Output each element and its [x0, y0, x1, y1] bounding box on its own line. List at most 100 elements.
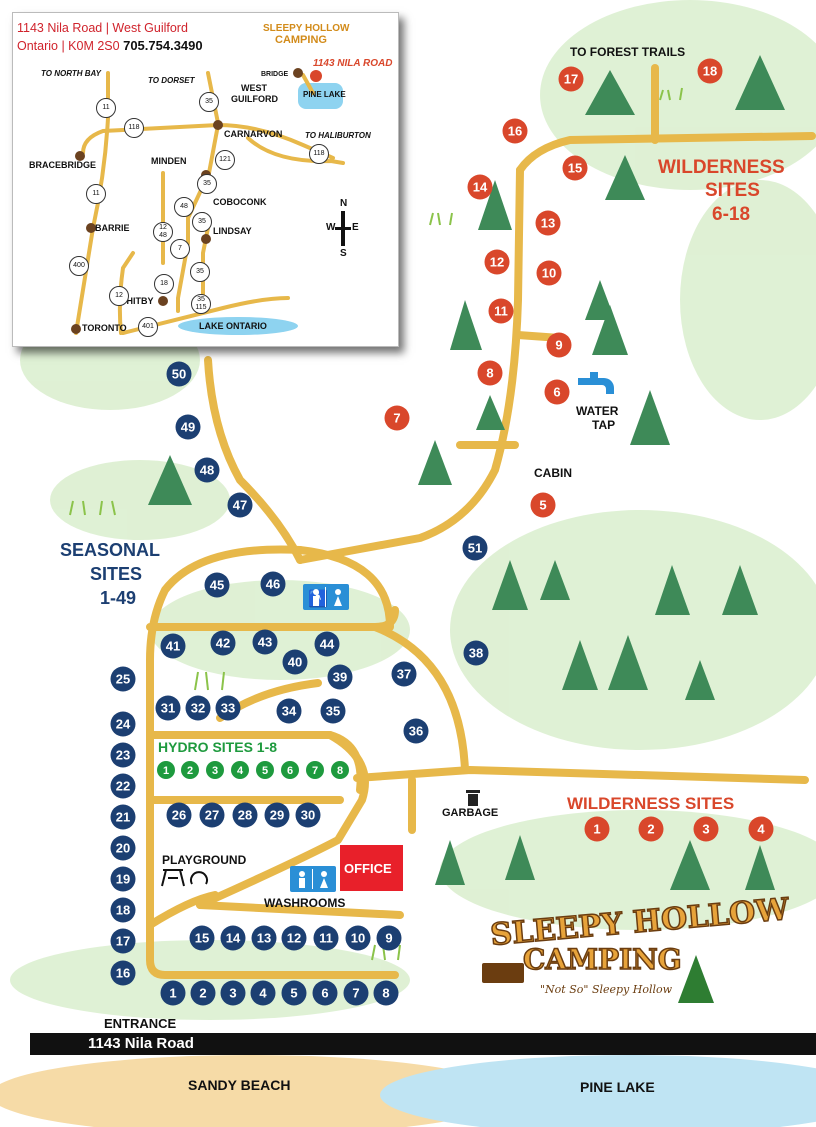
route-shield: 400	[69, 256, 89, 276]
site-marker-seasonal[interactable]: 26	[166, 802, 192, 828]
site-marker-seasonal[interactable]: 3	[220, 980, 246, 1006]
site-marker-seasonal[interactable]: 41	[160, 633, 186, 659]
site-marker-seasonal[interactable]: 5	[281, 980, 307, 1006]
site-marker-seasonal[interactable]: 33	[215, 695, 241, 721]
site-marker-wilderness-bottom[interactable]: 1	[584, 816, 610, 842]
site-marker-seasonal[interactable]: 12	[281, 925, 307, 951]
site-marker-circle	[157, 761, 175, 779]
site-marker-seasonal[interactable]: 46	[260, 571, 286, 597]
site-marker-seasonal[interactable]: 25	[110, 666, 136, 692]
site-marker-wilderness-bottom[interactable]: 2	[638, 816, 664, 842]
site-marker-circle	[210, 630, 236, 656]
to-forest-trails-label: TO FOREST TRAILS	[570, 45, 685, 59]
site-marker-hydro[interactable]: 4	[231, 761, 249, 779]
site-marker-circle	[697, 58, 723, 84]
site-marker-seasonal[interactable]: 1	[160, 980, 186, 1006]
site-marker-seasonal[interactable]: 31	[155, 695, 181, 721]
site-number: 16	[116, 966, 130, 981]
site-marker-seasonal[interactable]: 6	[312, 980, 338, 1006]
site-marker-seasonal[interactable]: 16	[110, 960, 136, 986]
site-marker-circle	[484, 249, 510, 275]
site-marker-wilderness-top[interactable]: 16	[502, 118, 528, 144]
site-marker-wilderness-top[interactable]: 15	[562, 155, 588, 181]
site-marker-seasonal[interactable]: 30	[295, 802, 321, 828]
site-number: 23	[116, 748, 130, 763]
site-marker-seasonal[interactable]: 29	[264, 802, 290, 828]
site-marker-seasonal[interactable]: 44	[314, 631, 340, 657]
site-marker-seasonal[interactable]: 24	[110, 711, 136, 737]
site-marker-seasonal[interactable]: 39	[327, 664, 353, 690]
site-marker-seasonal[interactable]: 11	[313, 925, 339, 951]
site-marker-seasonal[interactable]: 10	[345, 925, 371, 951]
site-marker-seasonal[interactable]: 8	[373, 980, 399, 1006]
site-marker-seasonal[interactable]: 34	[276, 698, 302, 724]
route-shield: 121	[215, 150, 235, 170]
site-marker-seasonal[interactable]: 40	[282, 649, 308, 675]
site-marker-circle	[189, 925, 215, 951]
site-marker-seasonal[interactable]: 38	[463, 640, 489, 666]
site-marker-wilderness-top[interactable]: 14	[467, 174, 493, 200]
site-marker-seasonal[interactable]: 13	[251, 925, 277, 951]
site-marker-seasonal[interactable]: 9	[376, 925, 402, 951]
site-marker-seasonal[interactable]: 19	[110, 866, 136, 892]
site-marker-seasonal[interactable]: 23	[110, 742, 136, 768]
site-marker-seasonal[interactable]: 4	[250, 980, 276, 1006]
garbage-label: GARBAGE	[442, 807, 498, 819]
site-marker-seasonal[interactable]: 15	[189, 925, 215, 951]
site-marker-wilderness-top[interactable]: 13	[535, 210, 561, 236]
site-number: 12	[287, 931, 301, 946]
site-marker-wilderness-top[interactable]: 5	[530, 492, 556, 518]
site-marker-seasonal[interactable]: 48	[194, 457, 220, 483]
site-number: 38	[469, 646, 483, 661]
inset-logo-text-2: CAMPING	[275, 34, 327, 46]
site-marker-wilderness-top[interactable]: 12	[484, 249, 510, 275]
site-marker-hydro[interactable]: 8	[331, 761, 349, 779]
site-marker-seasonal[interactable]: 37	[391, 661, 417, 687]
site-marker-seasonal[interactable]: 47	[227, 492, 253, 518]
site-marker-wilderness-top[interactable]: 6	[544, 379, 570, 405]
site-marker-wilderness-top[interactable]: 10	[536, 260, 562, 286]
site-marker-hydro[interactable]: 1	[157, 761, 175, 779]
site-marker-wilderness-top[interactable]: 8	[477, 360, 503, 386]
site-marker-wilderness-top[interactable]: 9	[546, 332, 572, 358]
site-marker-circle	[110, 835, 136, 861]
site-marker-seasonal[interactable]: 17	[110, 928, 136, 954]
site-marker-seasonal[interactable]: 20	[110, 835, 136, 861]
site-marker-seasonal[interactable]: 2	[190, 980, 216, 1006]
site-marker-seasonal[interactable]: 27	[199, 802, 225, 828]
route-shield: 18	[154, 274, 174, 294]
site-marker-wilderness-top[interactable]: 17	[558, 66, 584, 92]
site-marker-wilderness-top[interactable]: 18	[697, 58, 723, 84]
site-marker-hydro[interactable]: 2	[181, 761, 199, 779]
site-marker-hydro[interactable]: 6	[281, 761, 299, 779]
site-marker-circle	[748, 816, 774, 842]
site-marker-seasonal[interactable]: 22	[110, 773, 136, 799]
site-marker-wilderness-top[interactable]: 11	[488, 298, 514, 324]
site-marker-wilderness-bottom[interactable]: 4	[748, 816, 774, 842]
site-number: 11	[494, 304, 508, 319]
site-marker-seasonal[interactable]: 42	[210, 630, 236, 656]
site-number: 33	[221, 701, 235, 716]
site-marker-seasonal[interactable]: 21	[110, 804, 136, 830]
logo-line2: CAMPING	[522, 942, 682, 977]
site-marker-circle	[638, 816, 664, 842]
site-marker-seasonal[interactable]: 32	[185, 695, 211, 721]
site-marker-seasonal[interactable]: 51	[462, 535, 488, 561]
site-marker-hydro[interactable]: 7	[306, 761, 324, 779]
site-marker-seasonal[interactable]: 7	[343, 980, 369, 1006]
site-marker-hydro[interactable]: 5	[256, 761, 274, 779]
site-marker-seasonal[interactable]: 45	[204, 572, 230, 598]
site-marker-hydro[interactable]: 3	[206, 761, 224, 779]
site-marker-seasonal[interactable]: 28	[232, 802, 258, 828]
site-marker-seasonal[interactable]: 50	[166, 361, 192, 387]
site-marker-wilderness-top[interactable]: 7	[384, 405, 410, 431]
site-marker-seasonal[interactable]: 36	[403, 718, 429, 744]
site-marker-seasonal[interactable]: 14	[220, 925, 246, 951]
site-marker-seasonal[interactable]: 43	[252, 629, 278, 655]
site-number: 48	[200, 463, 214, 478]
site-marker-circle	[312, 980, 338, 1006]
site-marker-seasonal[interactable]: 35	[320, 698, 346, 724]
site-marker-wilderness-bottom[interactable]: 3	[693, 816, 719, 842]
site-marker-seasonal[interactable]: 18	[110, 897, 136, 923]
site-marker-seasonal[interactable]: 49	[175, 414, 201, 440]
